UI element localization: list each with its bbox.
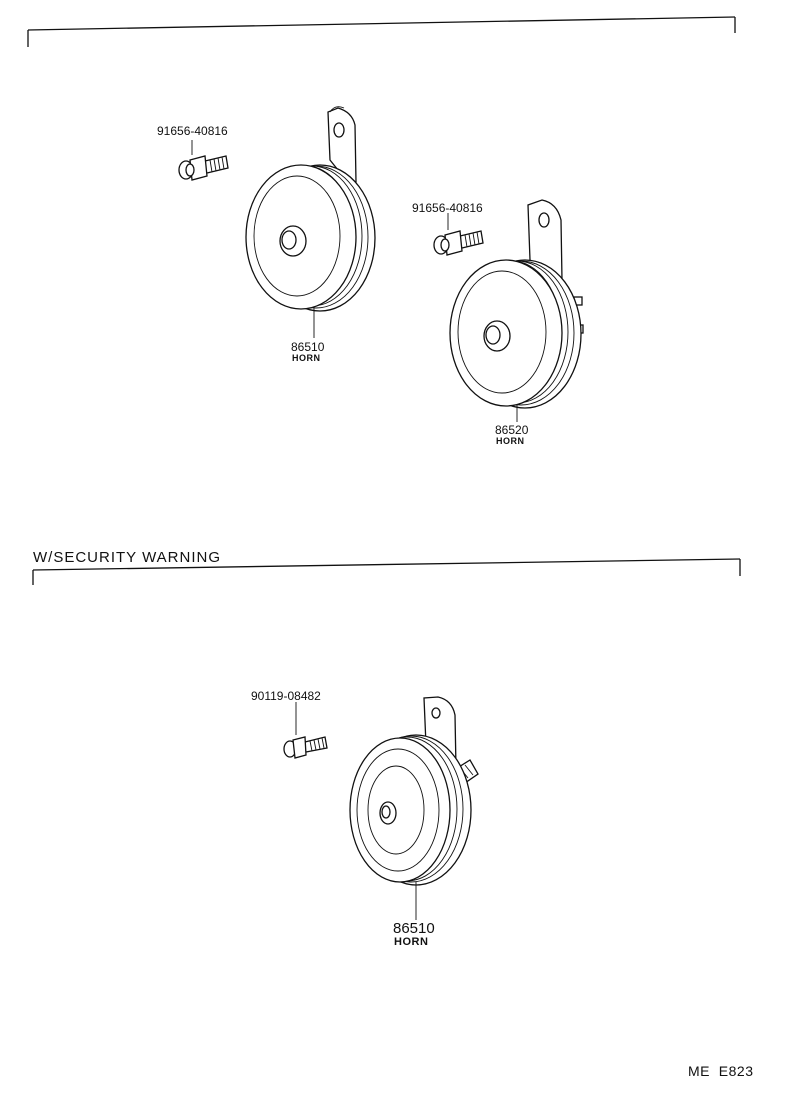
bolt-security-icon xyxy=(283,702,328,759)
horn-right-part-number: 86520 xyxy=(495,423,529,437)
top-section-frame xyxy=(27,16,736,47)
bolt-security-part-number: 90119-08482 xyxy=(251,689,321,703)
security-section-title: W/SECURITY WARNING xyxy=(33,549,221,566)
bolt-right-part-number: 91656-40816 xyxy=(412,201,483,215)
horn-left-icon xyxy=(245,106,376,338)
bolt-left-part-number: 91656-40816 xyxy=(157,124,228,138)
horn-left-part-number: 86510 xyxy=(291,340,325,354)
bolt-left-icon xyxy=(178,140,229,181)
horn-security-icon xyxy=(349,696,479,920)
footer-code: ME E823 xyxy=(688,1063,753,1079)
bolt-right-icon xyxy=(433,213,484,256)
horn-security-name: HORN xyxy=(394,936,428,948)
horn-security-part-number: 86510 xyxy=(393,920,435,937)
security-section-frame xyxy=(32,558,741,585)
horn-right-name: HORN xyxy=(496,436,525,446)
horn-left-name: HORN xyxy=(292,353,321,363)
horn-right-icon xyxy=(449,199,584,422)
